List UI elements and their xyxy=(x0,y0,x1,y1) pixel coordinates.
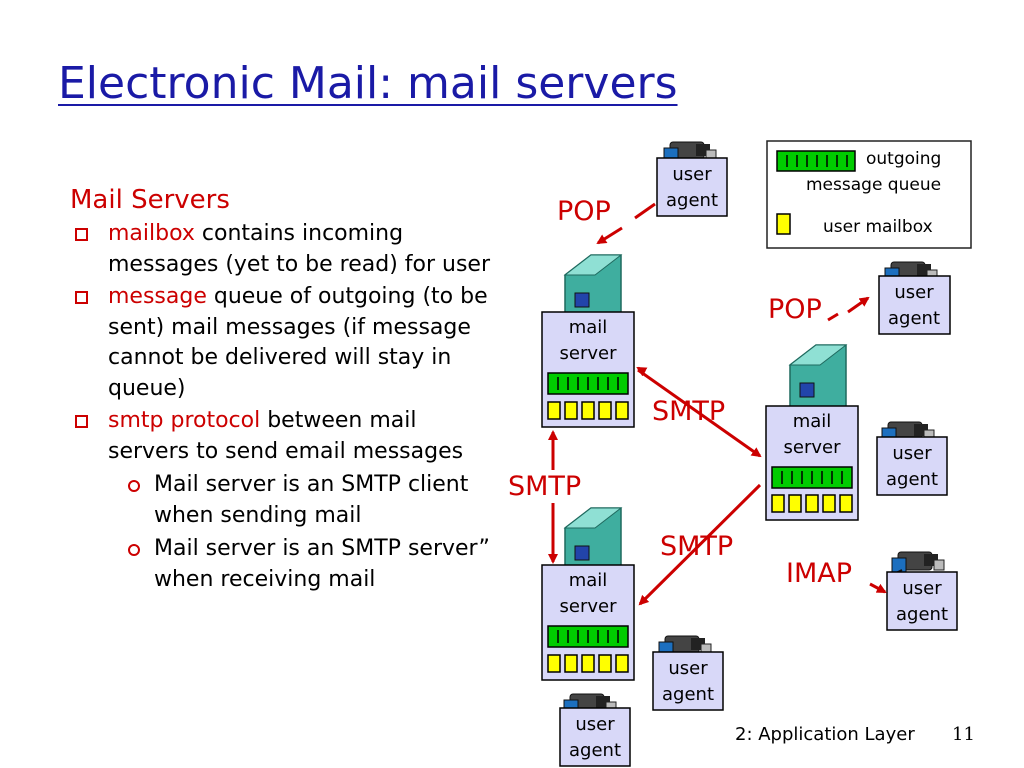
square-bullet-icon xyxy=(75,415,88,428)
user-agent-label-2: agent xyxy=(888,308,940,329)
sub-bullet-text: Mail server is an SMTP client when sendi… xyxy=(154,472,469,528)
sub-bullet-text: Mail server is an SMTP server” when rece… xyxy=(154,536,490,592)
mail-server-label-2: server xyxy=(560,343,618,364)
outgoing-queue-icon xyxy=(771,466,853,489)
mail-server-right: mail server xyxy=(765,405,859,521)
user-agent-label-2: agent xyxy=(569,740,621,761)
mail-server-label-1: mail xyxy=(569,317,608,338)
protocol-imap: IMAP xyxy=(786,558,852,589)
user-agent-bottom-mid: user agent xyxy=(652,651,724,711)
user-agent-right-mid: user agent xyxy=(876,436,948,496)
circle-bullet-icon xyxy=(128,480,140,492)
circle-bullet-icon xyxy=(128,544,140,556)
legend-mailbox-icon xyxy=(776,213,791,235)
arrow-smtp-top-right xyxy=(637,368,762,458)
bullet-mailbox: mailbox contains incoming messages (yet … xyxy=(70,219,490,280)
protocol-pop-right: POP xyxy=(768,294,822,325)
legend-queue-label-1: outgoing xyxy=(866,149,941,169)
mail-server-bottom: mail server xyxy=(541,564,635,681)
mail-server-label-1: mail xyxy=(569,570,608,591)
user-agent-right-top: user agent xyxy=(878,275,951,335)
bullet-highlight: smtp protocol xyxy=(108,408,261,433)
user-mailboxes-icon xyxy=(771,494,853,513)
legend: outgoing message queue user mailbox xyxy=(766,140,972,249)
bullet-text: queue of outgoing (to be sent) mail mess… xyxy=(108,284,488,401)
user-agent-label-1: user xyxy=(892,443,932,464)
arrow-pop-right-dash xyxy=(827,312,839,322)
user-agent-label-1: user xyxy=(672,164,712,185)
arrow-smtp-top-right-back xyxy=(636,366,648,377)
user-agent-label-1: user xyxy=(575,714,615,735)
legend-queue-icon xyxy=(776,150,856,172)
user-agent-label-1: user xyxy=(668,658,708,679)
mail-server-label-2: server xyxy=(560,596,618,617)
square-bullet-icon xyxy=(75,291,88,304)
arrow-pop-right xyxy=(847,296,870,314)
protocol-smtp-bottom: SMTP xyxy=(660,531,733,562)
mail-server-label-1: mail xyxy=(793,411,832,432)
user-agent-top: user agent xyxy=(656,157,728,217)
bullet-smtp: smtp protocol between mail servers to se… xyxy=(70,406,490,467)
user-mailboxes-icon xyxy=(547,654,629,673)
bullet-highlight: mailbox xyxy=(108,221,195,246)
user-agent-label-2: agent xyxy=(662,684,714,705)
legend-queue-label-2: message queue xyxy=(806,175,941,195)
user-agent-label-2: agent xyxy=(666,190,718,211)
user-mailboxes-icon xyxy=(547,401,629,420)
protocol-pop-top: POP xyxy=(557,196,611,227)
footer-chapter: 2: Application Layer xyxy=(735,724,915,745)
user-agent-label-1: user xyxy=(902,578,942,599)
arrow-pop-top xyxy=(596,226,623,245)
arrow-smtp-bottom xyxy=(638,483,762,606)
protocol-smtp-left: SMTP xyxy=(508,471,581,502)
slide-title: Electronic Mail: mail servers xyxy=(58,58,678,109)
mail-servers-text: Mail Servers mailbox contains incoming m… xyxy=(70,183,490,597)
legend-mailbox-label: user mailbox xyxy=(823,217,933,237)
arrow-imap xyxy=(869,582,887,594)
mail-server-label-2: server xyxy=(784,437,842,458)
bullet-text: contains incoming messages (yet to be re… xyxy=(108,221,491,277)
section-heading: Mail Servers xyxy=(70,185,230,215)
bullet-message: message queue of outgoing (to be sent) m… xyxy=(70,282,490,404)
protocol-smtp-top-right: SMTP xyxy=(652,396,725,427)
arrow-pop-top-dash xyxy=(634,202,656,220)
sub-bullet-client: Mail server is an SMTP client when sendi… xyxy=(70,469,490,531)
user-agent-label-2: agent xyxy=(896,604,948,625)
outgoing-queue-icon xyxy=(547,625,629,648)
square-bullet-icon xyxy=(75,228,88,241)
bullet-text: between mail servers to send email messa… xyxy=(108,408,464,464)
user-agent-right-bottom: user agent xyxy=(886,571,958,631)
sub-bullet-server: Mail server is an SMTP server” when rece… xyxy=(70,533,490,595)
mail-server-top: mail server xyxy=(541,311,635,428)
user-agent-label-2: agent xyxy=(886,469,938,490)
user-agent-label-1: user xyxy=(894,282,934,303)
page-number: 11 xyxy=(952,724,975,745)
outgoing-queue-icon xyxy=(547,372,629,395)
bullet-highlight: message xyxy=(108,284,207,309)
user-agent-bottom: user agent xyxy=(559,707,631,767)
